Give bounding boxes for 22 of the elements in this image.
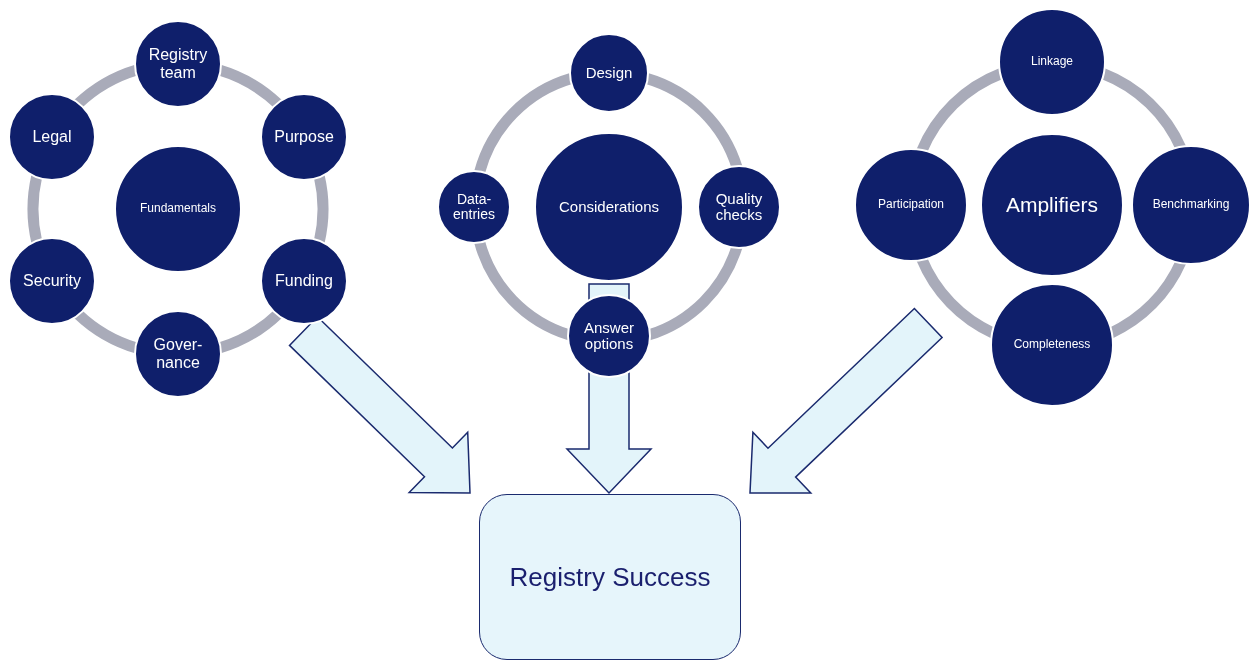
circle-label: Benchmarking <box>1151 198 1231 212</box>
circle-label: Participation <box>876 198 945 212</box>
circle-label: Data- entries <box>452 191 496 223</box>
circle-label: Linkage <box>1029 55 1074 69</box>
circle-label: Fundamentals <box>138 202 217 216</box>
result-label: Registry Success <box>509 561 711 593</box>
ring-segment <box>313 175 329 243</box>
circle-label: Purpose <box>273 128 335 146</box>
block-arrow <box>749 307 944 494</box>
circle-label: Quality checks <box>714 190 764 224</box>
circle-label: Gover- nance <box>152 336 204 372</box>
circle-label: Answer options <box>583 319 635 353</box>
circle-label: Registry team <box>147 46 209 82</box>
result-box <box>479 494 741 660</box>
circle-label: Legal <box>31 128 73 146</box>
ring-segment <box>27 175 43 243</box>
circle-label: Funding <box>274 272 334 290</box>
circle-label: Security <box>22 272 82 290</box>
circle-label: Amplifiers <box>1004 193 1100 217</box>
circle-label: Completeness <box>1012 338 1092 352</box>
circle-label: Considerations <box>557 198 661 216</box>
circle-label: Design <box>584 64 634 82</box>
